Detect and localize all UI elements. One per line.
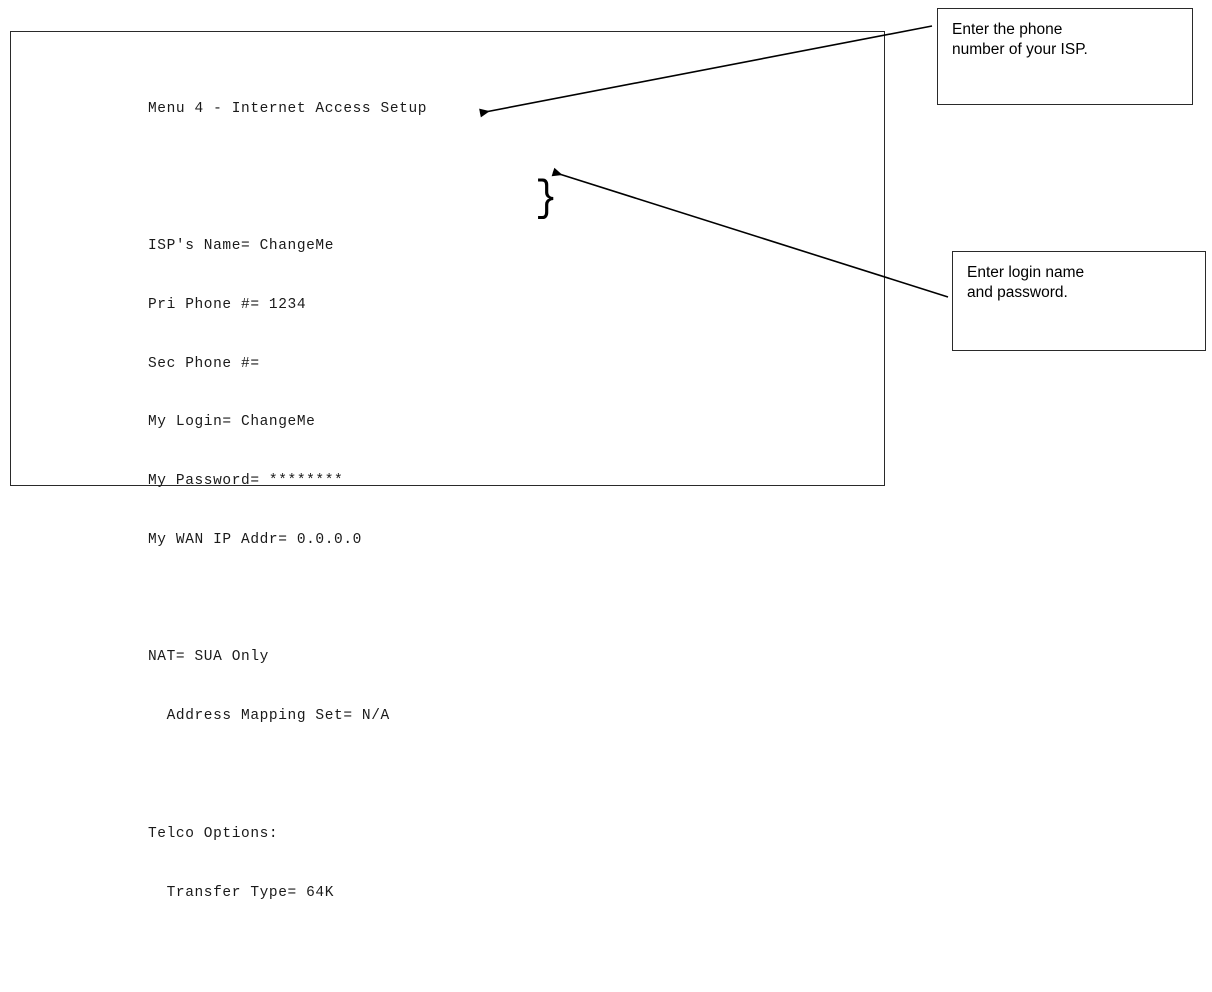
blank-line <box>11 159 884 179</box>
section-telco-options: Telco Options: <box>148 825 279 842</box>
field-transfer-type[interactable]: Transfer Type= 64K <box>148 884 335 901</box>
callout-login-text: Enter login name and password. <box>967 264 1085 301</box>
menu-title: Menu 4 - Internet Access Setup <box>148 100 428 117</box>
callout-phone-text: Enter the phone number of your ISP. <box>952 21 1088 58</box>
terminal-window: Menu 4 - Internet Access Setup ISP's Nam… <box>10 31 885 901</box>
field-nat[interactable]: NAT= SUA Only <box>148 649 269 666</box>
spacer-line-1 <box>11 590 884 610</box>
spacer-line-2 <box>11 766 884 786</box>
field-pri-phone[interactable]: Pri Phone #= 1234 <box>148 296 307 313</box>
callout-box-login: Enter login name and password. <box>952 251 1206 351</box>
field-my-login[interactable]: My Login= ChangeMe <box>148 414 316 431</box>
field-my-wan-ip-addr[interactable]: My WAN IP Addr= 0.0.0.0 <box>148 531 362 548</box>
field-sec-phone[interactable]: Sec Phone #= <box>148 355 260 372</box>
spacer-line-3 <box>11 942 884 962</box>
field-isp-name[interactable]: ISP's Name= ChangeMe <box>148 237 335 254</box>
field-address-mapping-set[interactable]: Address Mapping Set= N/A <box>148 708 390 725</box>
terminal-screen: Menu 4 - Internet Access Setup ISP's Nam… <box>11 32 884 901</box>
field-my-password[interactable]: My Password= ******** <box>148 473 344 490</box>
callout-box-phone: Enter the phone number of your ISP. <box>937 8 1193 105</box>
grouping-brace: } <box>535 174 558 224</box>
